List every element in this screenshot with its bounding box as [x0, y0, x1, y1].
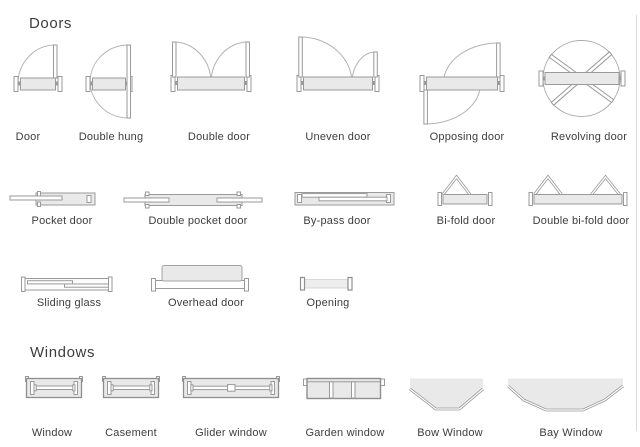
- double-pocket-door-symbol[interactable]: [122, 188, 264, 210]
- garden-window-label: Garden window: [305, 427, 385, 439]
- bay-window-symbol[interactable]: [503, 374, 629, 416]
- doors-section-title: Doors: [29, 15, 73, 32]
- opposing-door-label: Opposing door: [429, 131, 505, 143]
- bi-fold-door-symbol[interactable]: [435, 172, 495, 210]
- window-drawing: [25, 376, 83, 399]
- overhead-door-drawing: [151, 265, 249, 292]
- uneven-door-symbol[interactable]: [293, 33, 385, 95]
- bow-window-label: Bow Window: [417, 427, 483, 439]
- garden-window-symbol[interactable]: [300, 374, 388, 404]
- double-door-label: Double door: [187, 131, 251, 143]
- bi-fold-door-drawing: [437, 174, 493, 206]
- door-symbol[interactable]: [8, 40, 70, 96]
- bay-window-drawing: [507, 378, 624, 412]
- double-pocket-door-label: Double pocket door: [148, 215, 248, 227]
- bi-fold-door-label: Bi-fold door: [436, 215, 496, 227]
- sliding-glass-label: Sliding glass: [36, 297, 102, 309]
- double-bi-fold-door-drawing: [528, 174, 628, 206]
- windows-section-title: Windows: [30, 344, 96, 361]
- bow-window-drawing: [409, 378, 484, 411]
- revolving-door-drawing: [538, 40, 626, 117]
- double-bi-fold-door-label: Double bi-fold door: [532, 215, 630, 227]
- double-pocket-door-drawing: [123, 191, 263, 209]
- glider-window-label: Glider window: [195, 427, 267, 439]
- casement-drawing: [102, 376, 160, 399]
- double-door-drawing: [170, 41, 252, 92]
- opening-drawing: [299, 276, 353, 291]
- overhead-door-label: Overhead door: [168, 297, 244, 309]
- revolving-door-symbol[interactable]: [534, 36, 638, 122]
- garden-window-drawing: [303, 377, 385, 400]
- double-bi-fold-door-symbol[interactable]: [526, 172, 630, 210]
- opening-label: Opening: [306, 297, 350, 309]
- double-hung-symbol[interactable]: [80, 40, 144, 122]
- overhead-door-symbol[interactable]: [149, 262, 253, 294]
- sliding-glass-symbol[interactable]: [19, 273, 115, 295]
- casement-label: Casement: [105, 427, 157, 439]
- glider-window-drawing: [182, 376, 280, 399]
- opposing-door-symbol[interactable]: [416, 40, 508, 128]
- door-label: Door: [15, 131, 41, 143]
- by-pass-door-drawing: [294, 192, 395, 206]
- window-label: Window: [31, 427, 73, 439]
- bow-window-symbol[interactable]: [405, 374, 489, 414]
- by-pass-door-symbol[interactable]: [292, 188, 398, 210]
- page-edge-line: [636, 15, 637, 431]
- opposing-door-drawing: [419, 42, 505, 125]
- pocket-door-label: Pocket door: [31, 215, 93, 227]
- opening-symbol[interactable]: [297, 273, 357, 295]
- double-hung-label: Double hung: [78, 131, 144, 143]
- revolving-door-label: Revolving door: [550, 131, 628, 143]
- pocket-door-symbol[interactable]: [8, 188, 102, 210]
- double-hung-drawing: [85, 44, 133, 119]
- uneven-door-drawing: [296, 36, 380, 92]
- casement-symbol[interactable]: [100, 375, 164, 401]
- bay-window-label: Bay Window: [539, 427, 603, 439]
- sliding-glass-drawing: [21, 276, 113, 292]
- pocket-door-drawing: [9, 191, 96, 207]
- uneven-door-label: Uneven door: [305, 131, 371, 143]
- glider-window-symbol[interactable]: [180, 375, 282, 401]
- double-door-symbol[interactable]: [168, 36, 256, 96]
- door-drawing: [13, 44, 63, 92]
- by-pass-door-label: By-pass door: [303, 215, 371, 227]
- window-symbol[interactable]: [23, 375, 87, 401]
